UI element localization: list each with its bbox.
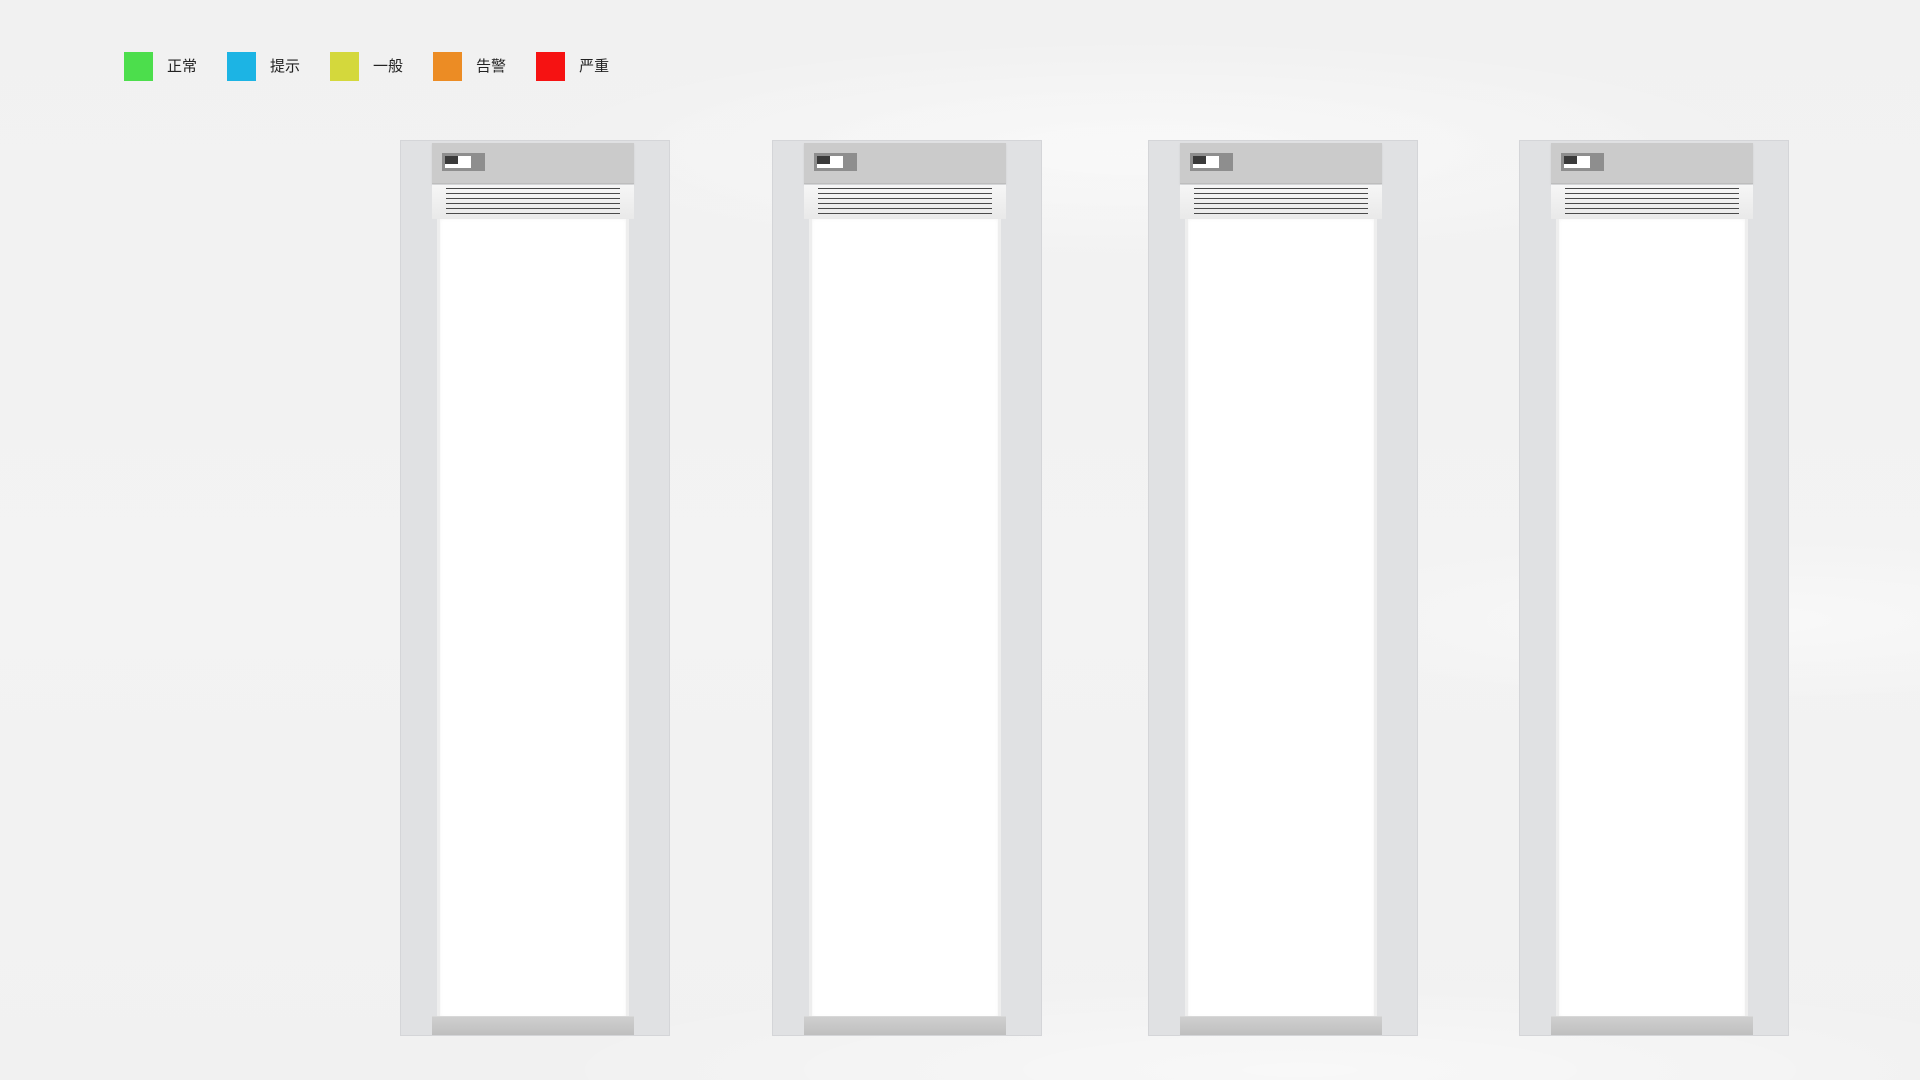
legend-swatch-normal bbox=[124, 51, 153, 81]
legend-item-hint: 提示 bbox=[227, 51, 300, 81]
rack-status-indicator-icon bbox=[1190, 153, 1233, 171]
legend-item-critical: 严重 bbox=[536, 51, 609, 81]
legend-label-hint: 提示 bbox=[270, 57, 301, 75]
rack-door[interactable] bbox=[1185, 219, 1377, 1017]
legend-item-warning: 告警 bbox=[433, 51, 506, 81]
rack-door[interactable] bbox=[809, 219, 1001, 1017]
rack-status-indicator-icon bbox=[1561, 153, 1604, 171]
rack-top-panel bbox=[804, 143, 1006, 184]
rack-door[interactable] bbox=[1556, 219, 1748, 1017]
rack-vent bbox=[432, 185, 634, 219]
legend-label-normal: 正常 bbox=[167, 57, 198, 75]
vent-lines bbox=[446, 188, 620, 214]
legend-label-critical: 严重 bbox=[579, 57, 610, 75]
rack-base bbox=[1551, 1016, 1753, 1035]
rack-base bbox=[1180, 1016, 1382, 1035]
rack-top-panel bbox=[432, 143, 634, 184]
rack-door[interactable] bbox=[437, 219, 629, 1017]
legend-label-warning: 告警 bbox=[476, 57, 507, 75]
vent-lines bbox=[818, 188, 992, 214]
indicator-led bbox=[817, 156, 830, 164]
legend-swatch-hint bbox=[227, 51, 257, 81]
rack-status-indicator-icon bbox=[442, 153, 485, 171]
server-rack-1[interactable] bbox=[400, 140, 670, 1036]
legend-label-general: 一般 bbox=[373, 57, 404, 75]
server-rack-3[interactable] bbox=[1148, 140, 1418, 1036]
legend-item-general: 一般 bbox=[330, 51, 403, 81]
server-rack-2[interactable] bbox=[772, 140, 1042, 1036]
server-rack-4[interactable] bbox=[1519, 140, 1789, 1036]
indicator-led bbox=[1193, 156, 1206, 164]
rack-status-indicator-icon bbox=[814, 153, 857, 171]
vent-lines bbox=[1194, 188, 1368, 214]
legend-swatch-warning bbox=[433, 51, 463, 81]
legend-swatch-critical bbox=[536, 51, 566, 81]
rack-vent bbox=[804, 185, 1006, 219]
rack-top-panel bbox=[1551, 143, 1753, 184]
legend-item-normal: 正常 bbox=[124, 51, 197, 81]
rack-base bbox=[804, 1016, 1006, 1035]
rack-top-panel bbox=[1180, 143, 1382, 184]
rack-vent bbox=[1180, 185, 1382, 219]
legend-swatch-general bbox=[330, 51, 360, 81]
indicator-led bbox=[1564, 156, 1577, 164]
rack-vent bbox=[1551, 185, 1753, 219]
rack-base bbox=[432, 1016, 634, 1035]
indicator-led bbox=[445, 156, 458, 164]
status-legend: 正常 提示 一般 告警 严重 bbox=[124, 51, 639, 81]
vent-lines bbox=[1565, 188, 1739, 214]
